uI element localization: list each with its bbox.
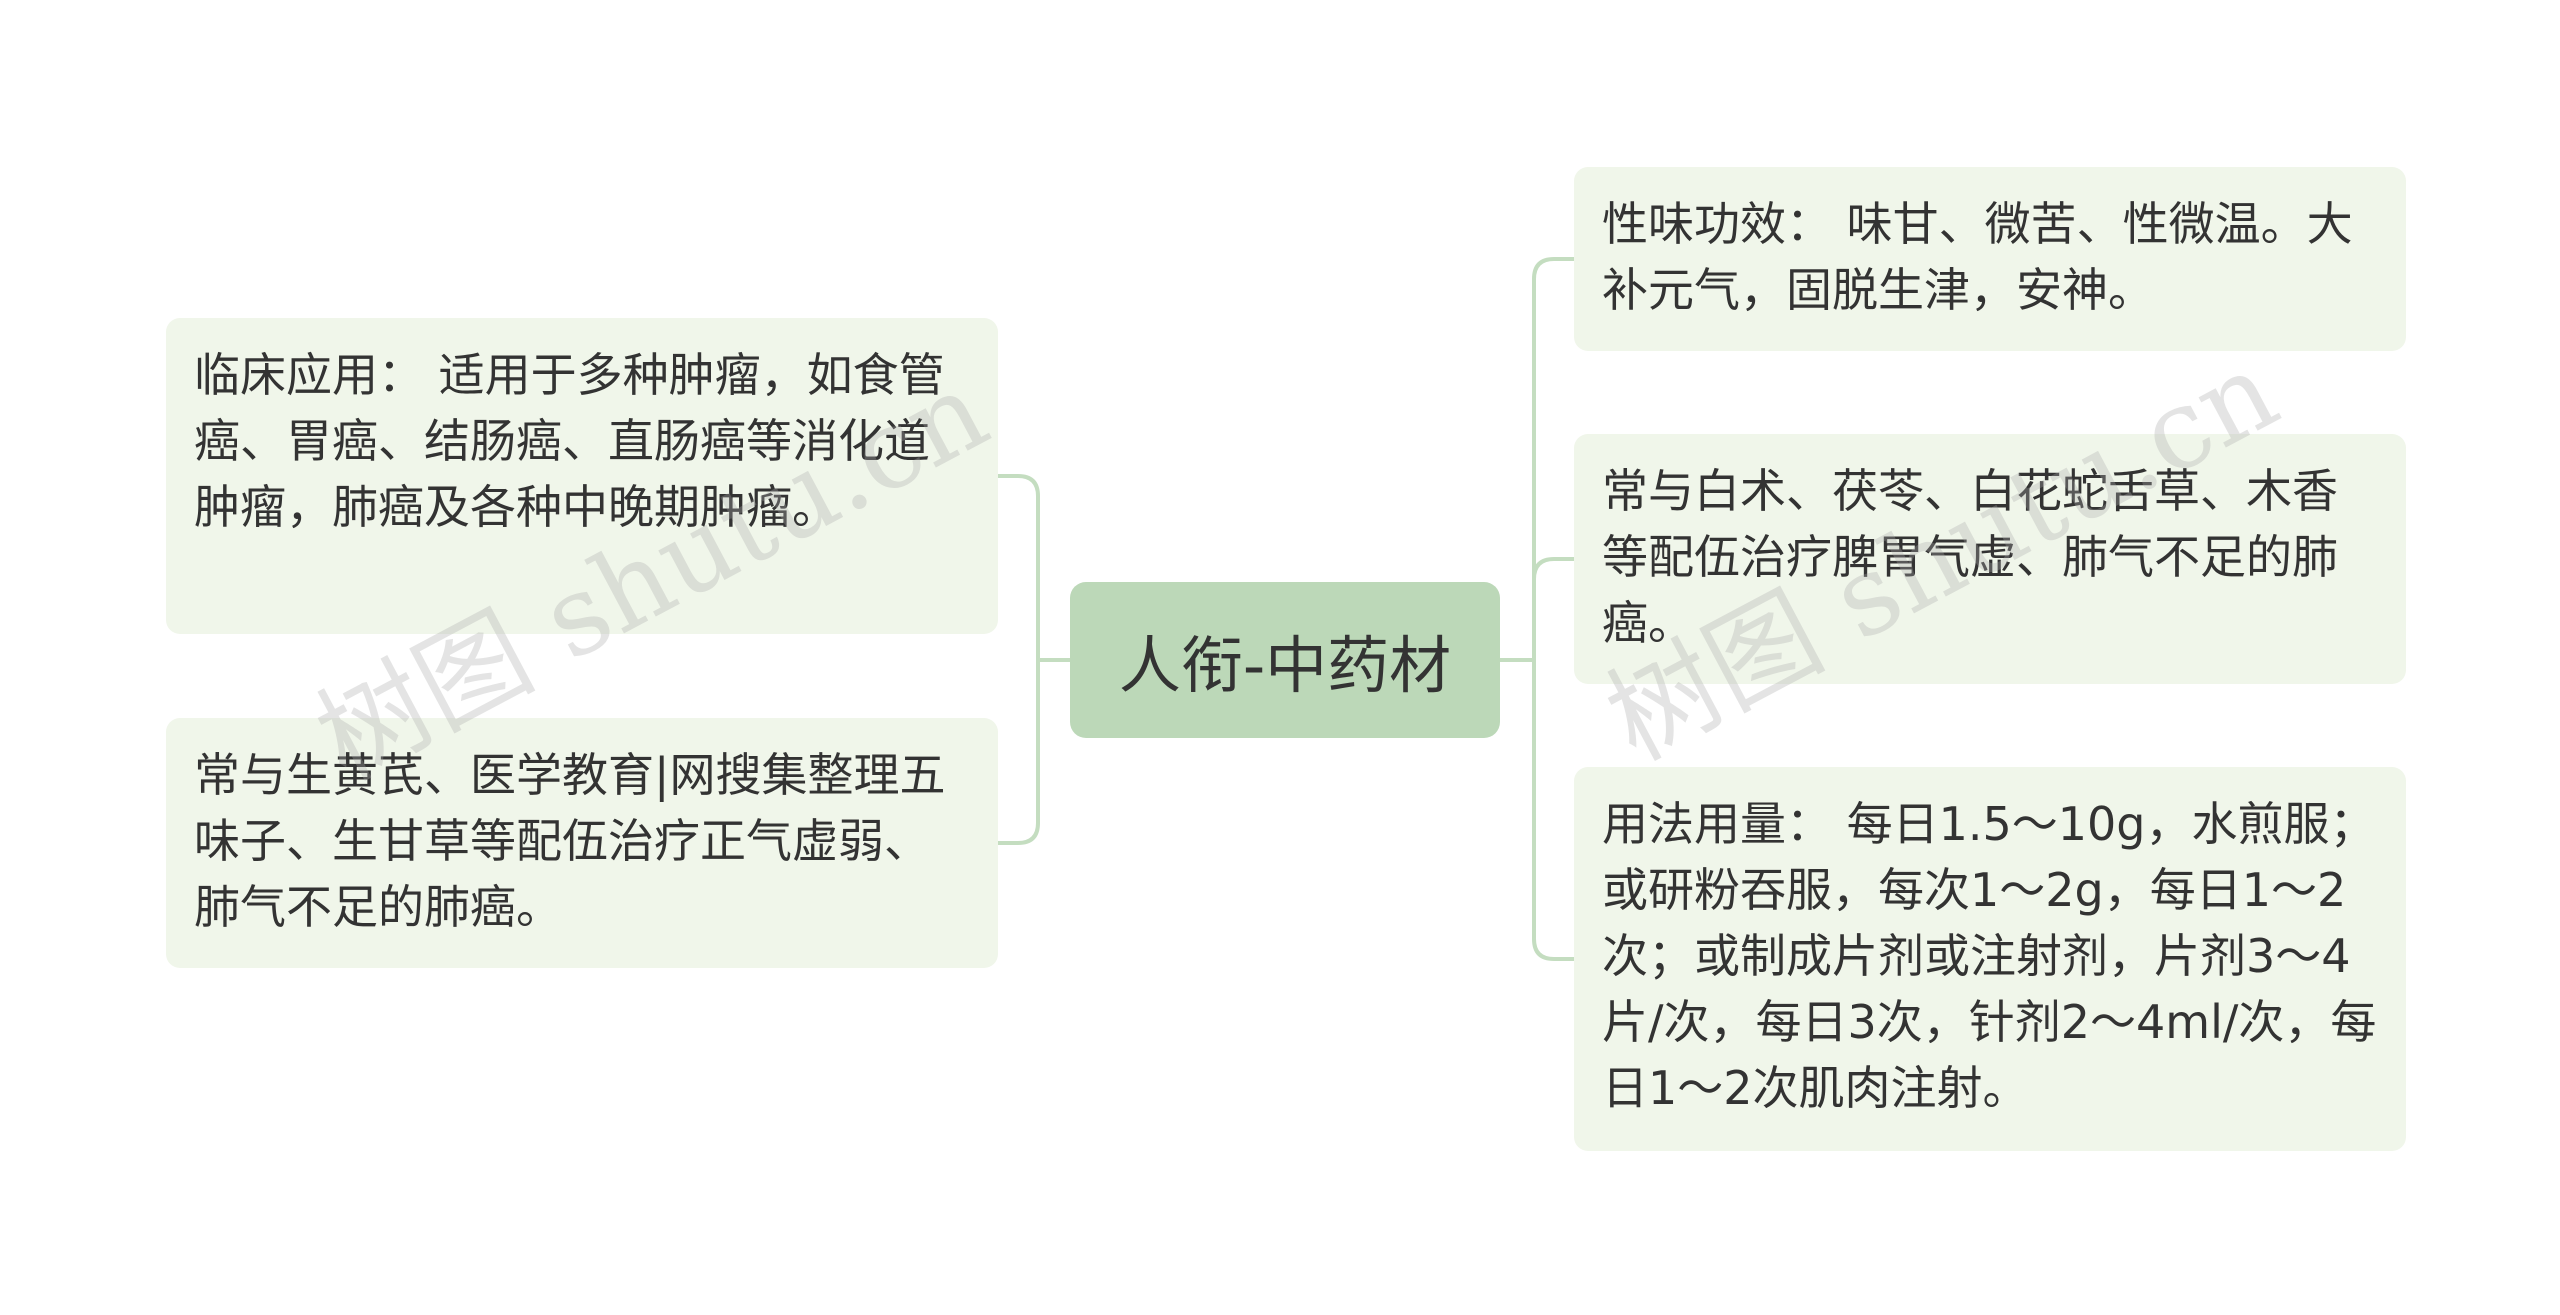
connector-left-1: [996, 474, 1040, 662]
connector-right-2: [1532, 557, 1576, 662]
topic-clinical-application[interactable]: 临床应用： 适用于多种肿瘤，如食管癌、胃癌、结肠癌、直肠癌等消化道肿瘤，肺癌及各…: [166, 318, 998, 634]
connector-right-3: [1532, 658, 1576, 961]
topic-spleen-stomach-deficiency[interactable]: 常与白术、茯苓、白花蛇舌草、木香等配伍治疗脾胃气虚、肺气不足的肺癌。: [1574, 434, 2406, 684]
topic-text: 常与生黄芪、医学教育|网搜集整理五味子、生甘草等配伍治疗正气虚弱、肺气不足的肺癌…: [194, 748, 946, 934]
topic-text: 临床应用： 适用于多种肿瘤，如食管癌、胃癌、结肠癌、直肠癌等消化道肿瘤，肺癌及各…: [194, 348, 945, 534]
topic-usage-dosage[interactable]: 用法用量： 每日1.5～10g，水煎服；或研粉吞服，每次1～2g，每日1～2次；…: [1574, 767, 2406, 1151]
topic-properties-effects[interactable]: 性味功效： 味甘、微苦、性微温。大补元气，固脱生津，安神。: [1574, 167, 2406, 351]
topic-lung-cancer-qi-deficiency[interactable]: 常与生黄芪、医学教育|网搜集整理五味子、生甘草等配伍治疗正气虚弱、肺气不足的肺癌…: [166, 718, 998, 968]
connector-right-1: [1532, 257, 1576, 662]
root-topic[interactable]: 人衔-中药材: [1070, 582, 1500, 738]
topic-text: 常与白术、茯苓、白花蛇舌草、木香等配伍治疗脾胃气虚、肺气不足的肺癌。: [1602, 464, 2338, 650]
root-topic-label: 人衔-中药材: [1118, 629, 1452, 702]
connector-left-2: [996, 658, 1040, 845]
topic-text: 性味功效： 味甘、微苦、性微温。大补元气，固脱生津，安神。: [1602, 197, 2353, 317]
topic-text: 用法用量： 每日1.5～10g，水煎服；或研粉吞服，每次1～2g，每日1～2次；…: [1602, 797, 2377, 1115]
